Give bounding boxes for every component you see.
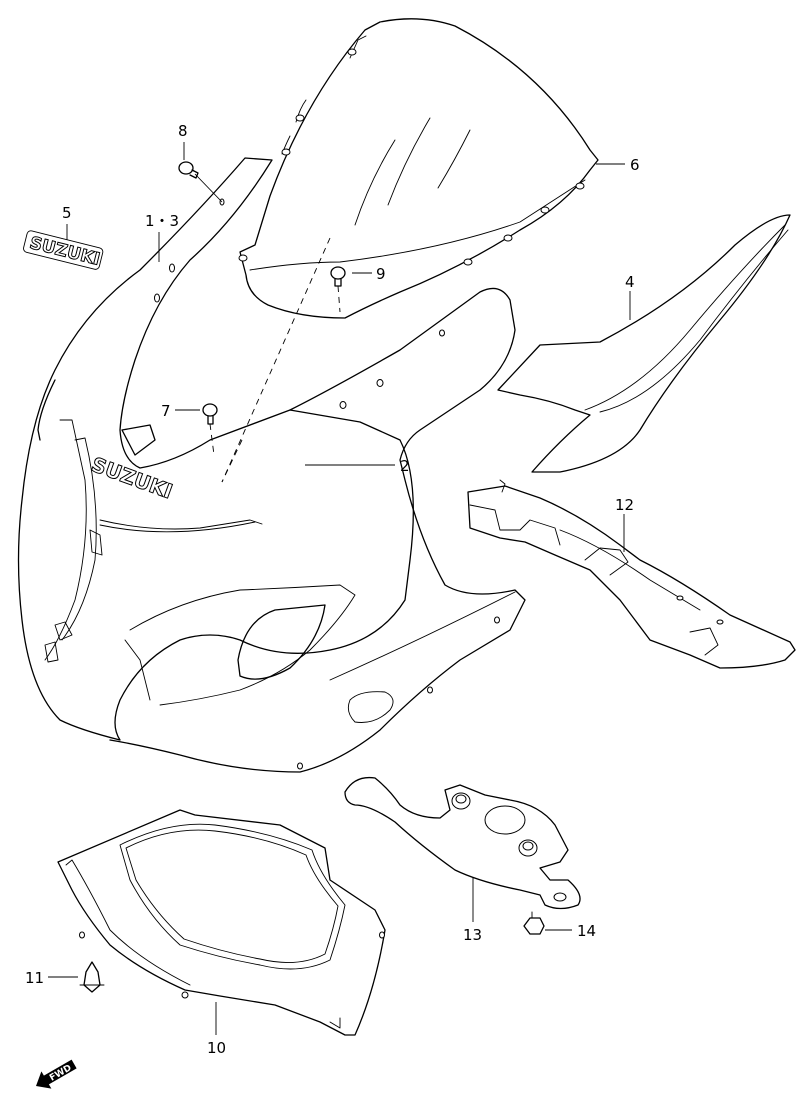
bracket-part-13[interactable] [344,776,581,910]
callout-5: 5 [62,204,72,222]
callout-12: 12 [615,496,634,514]
clip-part-11[interactable] [79,961,105,993]
callout-labels: 8 1・3 5 6 9 4 7 2 12 13 14 11 10 [25,122,640,1057]
callout-11: 11 [25,969,44,987]
cowl-brand-decal: SUZUKI [88,452,176,504]
screw-part-7[interactable] [202,403,218,425]
side-decal-part-4[interactable] [497,214,791,473]
callout-10: 10 [207,1039,226,1057]
cowling-part-2[interactable] [109,287,526,773]
assembly-lines [209,237,341,483]
callout-4: 4 [625,273,635,291]
emblem-part-5[interactable]: SUZUKI [23,230,104,270]
callout-14: 14 [577,922,596,940]
nut-part-14[interactable] [523,911,545,935]
callout-9: 9 [376,265,386,283]
screw-part-8[interactable] [178,161,199,179]
bracket-part-12[interactable] [467,479,796,669]
cowl-brand-text: SUZUKI [88,452,175,503]
callout-13: 13 [463,926,482,944]
leader-lines [48,142,631,1035]
windscreen-part-6[interactable] [238,18,599,319]
callout-1-3: 1・3 [145,212,179,230]
callout-7: 7 [161,402,171,420]
callout-8: 8 [178,122,188,140]
rivet-part-9[interactable] [330,266,346,287]
lower-panel-part-10[interactable] [57,809,386,1036]
callout-2: 2 [400,457,410,475]
emblem-brand-text: SUZUKI [28,233,102,270]
forward-arrow-icon: FWD [36,1059,77,1089]
callout-6: 6 [630,156,640,174]
